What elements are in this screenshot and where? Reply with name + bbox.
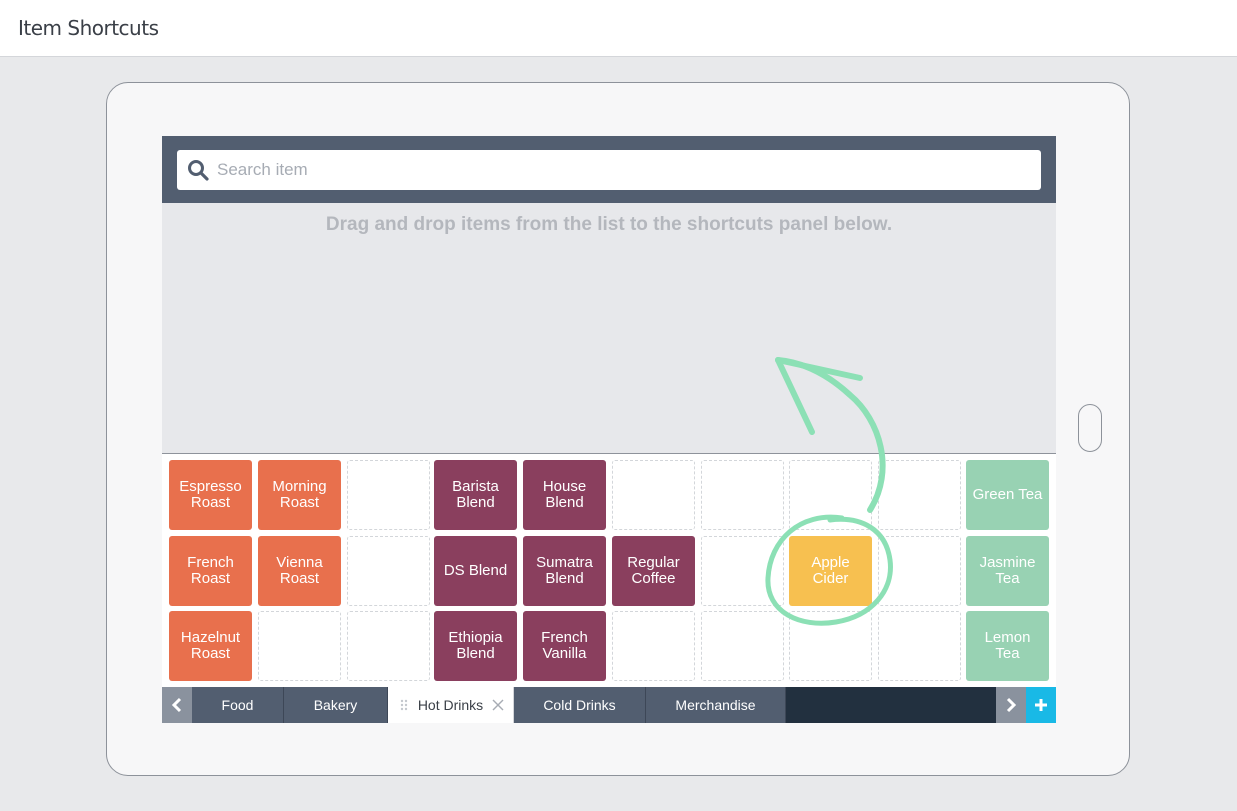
tab-bakery[interactable]: Bakery	[284, 687, 388, 723]
shortcut-label: French Vanilla	[541, 629, 588, 662]
tabs-next-button[interactable]	[996, 687, 1026, 723]
empty-shortcut-slot[interactable]	[258, 611, 341, 681]
shortcut-label: Sumatra Blend	[536, 554, 593, 587]
tabs-prev-button[interactable]	[162, 687, 192, 723]
tablet-home-button	[1078, 404, 1102, 452]
empty-shortcut-slot[interactable]	[347, 536, 430, 606]
shortcut-label: Green Tea	[972, 486, 1043, 503]
shortcut-tile[interactable]: Barista Blend	[434, 460, 517, 530]
tablet-screen: Drag and drop items from the list to the…	[162, 136, 1056, 723]
tab-label: Food	[221, 697, 254, 713]
drag-drop-hint: Drag and drop items from the list to the…	[325, 214, 893, 235]
shortcut-label: Apple Cider	[811, 554, 850, 587]
shortcut-label: House Blend	[542, 478, 587, 511]
shortcut-tile[interactable]: Jasmine Tea	[966, 536, 1049, 606]
tab-label: Merchandise	[675, 697, 756, 713]
drag-handle-icon[interactable]	[400, 699, 408, 711]
chevron-right-icon	[1006, 697, 1017, 713]
shortcut-tile[interactable]: Ethiopia Blend	[434, 611, 517, 681]
tab-label: Hot Drinks	[417, 697, 484, 713]
shortcut-tile[interactable]: French Vanilla	[523, 611, 606, 681]
chevron-left-icon	[171, 697, 182, 713]
shortcut-label: Hazelnut Roast	[180, 629, 241, 662]
shortcut-label: Ethiopia Blend	[448, 629, 503, 662]
empty-shortcut-slot[interactable]	[701, 460, 784, 530]
plus-icon	[1035, 699, 1047, 711]
search-box[interactable]	[177, 150, 1041, 190]
empty-shortcut-slot[interactable]	[347, 460, 430, 530]
page-title: Item Shortcuts	[18, 16, 159, 40]
shortcut-label: Vienna Roast	[276, 554, 323, 587]
empty-shortcut-slot[interactable]	[347, 611, 430, 681]
shortcut-tile[interactable]: Espresso Roast	[169, 460, 252, 530]
shortcut-tile[interactable]: Sumatra Blend	[523, 536, 606, 606]
empty-shortcut-slot[interactable]	[701, 536, 784, 606]
shortcut-label: French Roast	[187, 554, 234, 587]
shortcut-label: Espresso Roast	[179, 478, 242, 511]
empty-shortcut-slot[interactable]	[789, 611, 872, 681]
empty-shortcut-slot[interactable]	[612, 611, 695, 681]
shortcut-tile[interactable]: Apple Cider	[789, 536, 872, 606]
tab-label: Bakery	[313, 697, 358, 713]
empty-shortcut-slot[interactable]	[789, 460, 872, 530]
shortcut-tile[interactable]: Vienna Roast	[258, 536, 341, 606]
tab-food[interactable]: Food	[192, 687, 284, 723]
shortcut-label: Morning Roast	[272, 478, 327, 511]
shortcut-label: DS Blend	[443, 562, 508, 579]
tab-cold-drinks[interactable]: Cold Drinks	[514, 687, 646, 723]
shortcut-tile[interactable]: Hazelnut Roast	[169, 611, 252, 681]
shortcut-tile[interactable]: Regular Coffee	[612, 536, 695, 606]
shortcut-tile[interactable]: House Blend	[523, 460, 606, 530]
empty-shortcut-slot[interactable]	[612, 460, 695, 530]
shortcut-label: Regular Coffee	[627, 554, 680, 587]
tab-label: Cold Drinks	[543, 697, 616, 713]
search-bar	[162, 136, 1056, 203]
category-tab-bar: Food Bakery Hot Drinks Cold Drinks Merch…	[162, 687, 1056, 723]
empty-shortcut-slot[interactable]	[878, 536, 961, 606]
empty-shortcut-slot[interactable]	[878, 611, 961, 681]
shortcut-label: Lemon Tea	[984, 629, 1031, 662]
shortcut-tile[interactable]: Green Tea	[966, 460, 1049, 530]
header-bar: Item Shortcuts	[0, 0, 1237, 57]
tab-merchandise[interactable]: Merchandise	[646, 687, 786, 723]
shortcut-tile[interactable]: DS Blend	[434, 536, 517, 606]
add-tab-button[interactable]	[1026, 687, 1056, 723]
item-drop-area[interactable]	[162, 203, 1056, 453]
shortcut-label: Barista Blend	[452, 478, 499, 511]
search-icon	[188, 160, 209, 181]
close-icon[interactable]	[491, 698, 505, 712]
empty-shortcut-slot[interactable]	[701, 611, 784, 681]
shortcut-tile[interactable]: French Roast	[169, 536, 252, 606]
shortcuts-panel: Espresso Roast Morning Roast Barista Blend…	[162, 453, 1056, 687]
search-input[interactable]	[217, 150, 1017, 190]
tab-hot-drinks[interactable]: Hot Drinks	[388, 687, 514, 723]
shortcut-label: Jasmine Tea	[979, 554, 1036, 587]
shortcut-tile[interactable]: Lemon Tea	[966, 611, 1049, 681]
shortcut-tile[interactable]: Morning Roast	[258, 460, 341, 530]
empty-shortcut-slot[interactable]	[878, 460, 961, 530]
